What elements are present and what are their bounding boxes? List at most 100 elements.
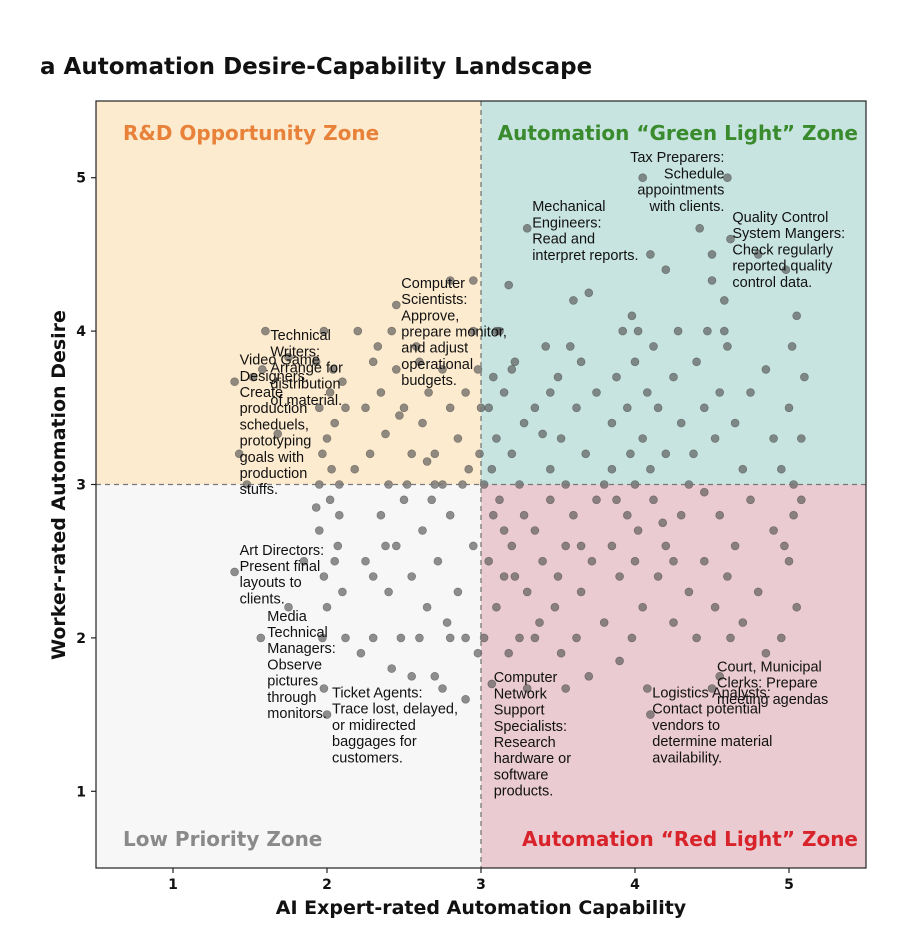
data-point — [692, 357, 701, 367]
data-point — [510, 572, 520, 581]
annotation-line: production — [240, 401, 308, 417]
data-point — [615, 656, 624, 666]
data-point — [707, 684, 717, 693]
data-point — [391, 365, 401, 374]
data-point — [738, 618, 748, 627]
annotation-line: or midirected — [332, 718, 416, 734]
data-point — [453, 434, 463, 443]
data-point — [433, 556, 443, 566]
data-point — [592, 495, 601, 505]
data-point — [492, 326, 501, 336]
data-point — [341, 633, 350, 643]
data-point — [646, 710, 655, 719]
data-point — [361, 403, 370, 413]
annotation: Video GameDesigners:Createproductionsche… — [240, 353, 320, 499]
data-point — [730, 541, 740, 551]
annotation-line: Art Directors: — [240, 543, 325, 559]
data-point — [630, 357, 640, 367]
zone-label-top-right: Automation “Green Light” Zone — [498, 121, 858, 145]
data-point — [530, 403, 540, 413]
data-point — [715, 671, 725, 681]
data-point — [442, 618, 452, 627]
data-point — [299, 556, 309, 566]
data-point — [322, 710, 332, 719]
data-point — [556, 434, 566, 443]
annotation-line: Research — [494, 735, 556, 751]
data-point — [796, 495, 806, 505]
data-point — [658, 518, 668, 528]
data-point — [319, 684, 329, 693]
data-point — [248, 372, 258, 382]
annotation-line: monitors. — [267, 706, 327, 722]
data-point — [356, 648, 366, 658]
annotation-line: and adjust — [401, 341, 468, 357]
data-point — [365, 449, 375, 459]
annotation-line: Contact potential — [652, 702, 761, 718]
data-point — [572, 403, 581, 413]
data-point — [353, 326, 363, 336]
data-point — [488, 372, 498, 382]
annotation-line: interpret reports. — [532, 248, 638, 264]
data-point — [789, 510, 798, 520]
data-point — [318, 449, 327, 459]
data-point — [545, 388, 555, 397]
data-point — [314, 526, 324, 535]
data-point — [780, 541, 789, 551]
annotation-line: baggages for — [332, 734, 417, 750]
data-point — [427, 495, 437, 505]
data-point — [325, 495, 335, 505]
data-point — [707, 250, 717, 259]
data-point — [753, 587, 763, 597]
zone-top-left — [96, 101, 481, 485]
annotation-line: Designers: — [240, 369, 309, 385]
data-point — [530, 526, 540, 535]
data-point — [569, 296, 578, 305]
data-point — [373, 342, 383, 351]
annotation-line: Specialists: — [494, 719, 567, 735]
annotation-line: Engineers: — [532, 215, 601, 231]
data-point — [445, 510, 455, 520]
annotation-line: Computer — [401, 276, 465, 292]
panel-title: a Automation Desire-Capability Landscape — [40, 54, 592, 80]
data-point — [341, 403, 350, 413]
data-point — [661, 541, 671, 551]
annotation-line: Logistics Analysts: — [652, 686, 770, 702]
data-point — [387, 326, 397, 336]
annotation-line: Ticket Agents: — [332, 686, 423, 702]
data-point — [761, 365, 771, 374]
data-point — [384, 587, 393, 597]
zone-label-bottom-left: Low Priority Zone — [123, 827, 322, 851]
x-tick-label: 1 — [168, 877, 178, 893]
annotation-line: availability. — [652, 750, 722, 766]
data-point — [522, 224, 532, 233]
data-point — [230, 377, 239, 387]
data-point — [461, 633, 470, 643]
data-point — [633, 526, 643, 535]
data-point — [499, 526, 509, 535]
x-tick-label: 4 — [630, 877, 640, 893]
data-point — [468, 541, 478, 551]
annotation-line: products. — [494, 784, 554, 800]
data-point — [661, 449, 671, 459]
data-point — [692, 633, 701, 643]
data-point — [710, 602, 720, 612]
y-tick-label: 4 — [76, 324, 86, 340]
data-point — [684, 587, 694, 597]
data-point — [576, 587, 586, 597]
data-point — [726, 633, 735, 643]
data-point — [581, 449, 591, 459]
data-point — [484, 556, 494, 566]
data-point — [487, 679, 497, 689]
data-point — [626, 449, 635, 459]
annotation-line: Managers: — [267, 641, 336, 657]
data-point — [507, 449, 517, 459]
zone-top-right — [481, 101, 866, 485]
data-point — [676, 418, 686, 428]
data-point — [319, 326, 329, 336]
zone-bottom-left — [96, 484, 481, 868]
annotation-line: control data. — [732, 275, 812, 291]
data-point — [338, 587, 347, 597]
data-point — [322, 434, 332, 443]
